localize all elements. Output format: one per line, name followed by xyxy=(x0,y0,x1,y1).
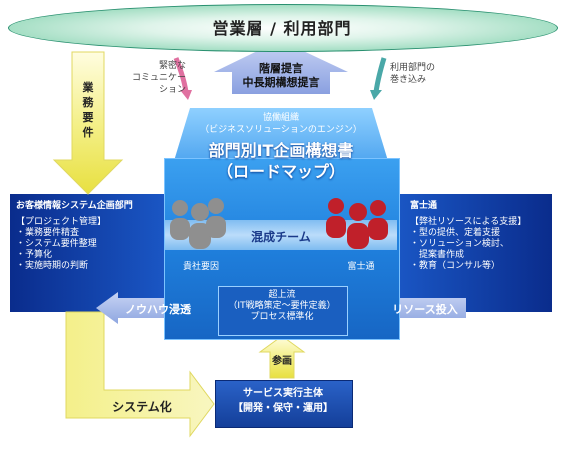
participation-arrow-label: 参画 xyxy=(272,356,292,367)
house-title: 部門別IT企画構想書 （ロードマップ） xyxy=(164,140,398,182)
participation-arrow-shape xyxy=(258,335,306,379)
top-left-note-line2: コミュニケー xyxy=(131,73,186,83)
right-panel: 富士通 【弊社リソースによる支援】 ・型の提供、定着支援 ・ソリューション検討、… xyxy=(410,200,550,272)
upper-line1: 超上流 xyxy=(268,290,296,300)
left-panel: お客様情報システム企画部門 【プロジェクト管理】 ・業務要件精査 ・システム要件… xyxy=(16,200,162,272)
left-panel-item: ・実施時期の判断 xyxy=(16,261,89,271)
right-panel-item: 提案書作成 xyxy=(410,250,465,260)
right-people-label: 富士通 xyxy=(347,262,375,272)
right-panel-title: 富士通 xyxy=(410,201,438,211)
service-line1: サービス実行主体 xyxy=(243,388,323,399)
top-center-arrow xyxy=(214,40,348,94)
left-panel-item: ・システム要件整理 xyxy=(16,239,97,249)
right-panel-shape xyxy=(398,194,552,312)
right-curve-arrow xyxy=(373,57,387,93)
upper-stream-text: 超上流 （IT戦略策定～要件定義） プロセス標準化 xyxy=(218,290,346,323)
top-ellipse-label: 営業層 / 利用部門 xyxy=(212,19,352,38)
right-panel-item: ・型の提供、定着支援 xyxy=(410,228,501,238)
top-center-line1: 階層提言 xyxy=(259,62,303,75)
left-panel-item: ・予算化 xyxy=(16,250,53,260)
house-subtitle1: 協働組織 xyxy=(262,113,299,123)
left-panel-title: お客様情報システム企画部門 xyxy=(16,201,133,211)
left-panel-item: 【プロジェクト管理】 xyxy=(16,217,107,227)
upper-line3: プロセス標準化 xyxy=(250,312,314,322)
top-left-note: 緊密な コミュニケー ション xyxy=(126,60,186,96)
service-line2: 【開発・保守・運用】 xyxy=(233,403,333,414)
left-curve-arrow xyxy=(173,57,189,93)
house-subtitle: 協働組織 （ビジネスソリューションのエンジン） xyxy=(190,112,372,136)
top-left-note-line1: 緊密な xyxy=(158,61,186,71)
left-panel-shape xyxy=(10,194,164,312)
top-center-text: 階層提言 中長期構想提言 xyxy=(232,62,330,90)
left-arrow-label: 業務要件 xyxy=(82,81,94,139)
house-title2: （ロードマップ） xyxy=(216,162,345,181)
service-box xyxy=(215,380,353,428)
right-panel-item: ・教育（コンサル等） xyxy=(410,261,501,271)
house-subtitle2: （ビジネスソリューションのエンジン） xyxy=(200,125,362,135)
right-people-icon xyxy=(326,198,388,249)
system-arrow-label: システム化 xyxy=(112,400,172,414)
upper-stream-box xyxy=(218,286,348,336)
top-right-note: 利用部門の 巻き込み xyxy=(390,62,460,86)
left-panel-item: ・業務要件精査 xyxy=(16,228,80,238)
mixed-team-label: 混成チーム xyxy=(251,230,311,244)
right-panel-item: 【弊社リソースによる支援】 xyxy=(410,217,527,227)
house-title1: 部門別IT企画構想書 xyxy=(208,141,354,160)
knowhow-arrow-label: ノウハウ浸透 xyxy=(125,303,191,316)
upper-line2: （IT戦略策定～要件定義） xyxy=(228,301,336,311)
top-center-line2: 中長期構想提言 xyxy=(242,76,320,89)
left-yellow-arrow xyxy=(52,51,124,195)
top-ellipse xyxy=(8,4,558,52)
bottom-yellow-arrow xyxy=(65,311,215,438)
left-people-label: 貴社要因 xyxy=(182,262,219,272)
top-right-note-line2: 巻き込み xyxy=(390,75,427,85)
left-people-icon xyxy=(170,198,226,249)
top-left-note-line3: ション xyxy=(158,85,186,95)
right-panel-item: ・ソリューション検討、 xyxy=(410,239,509,249)
resource-arrow-label: リソース投入 xyxy=(392,303,458,316)
top-right-note-line1: 利用部門の xyxy=(390,63,436,73)
service-box-text: サービス実行主体 【開発・保守・運用】 xyxy=(215,386,351,416)
